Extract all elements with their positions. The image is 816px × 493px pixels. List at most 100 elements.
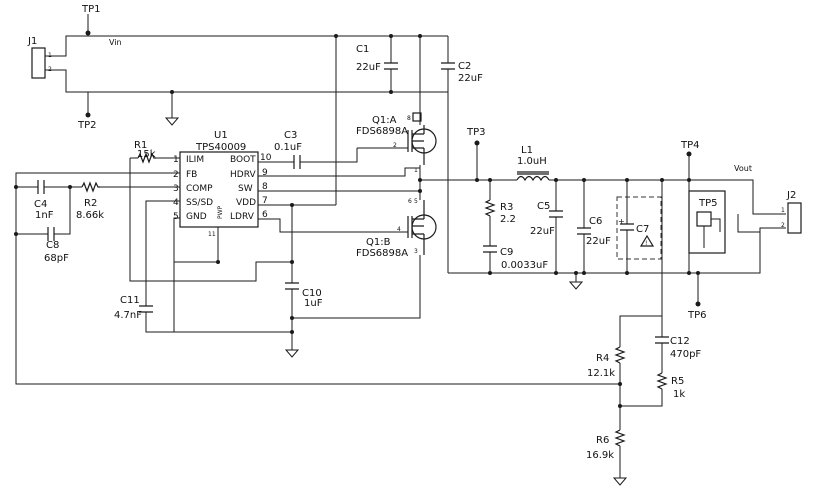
vdd-junction (290, 203, 294, 207)
gnd-pad-wire (173, 217, 219, 263)
r4-ref: R4 (596, 353, 609, 364)
q1a-body (411, 128, 437, 154)
r6-ref: R6 (596, 435, 609, 446)
u1-pin-name: HDRV (230, 170, 256, 180)
c12-symbol (655, 336, 669, 344)
rail-junction (475, 178, 479, 182)
c5-ref: C5 (537, 201, 550, 212)
r5-junction (618, 404, 622, 408)
u1-pwp-label: PWP (217, 205, 224, 219)
hdrv-wire (258, 167, 420, 177)
c11-junction (290, 330, 294, 334)
l1-symbol (516, 175, 550, 182)
rail-junction (389, 90, 393, 94)
c2-ref: C2 (458, 61, 471, 72)
u1-pin-num: 4 (173, 198, 179, 208)
r2-ref: R2 (84, 198, 97, 209)
c10-value: 1uF (304, 298, 323, 309)
fb-junction (14, 185, 18, 189)
q1b-ref: Q1:B (366, 237, 391, 248)
q1a-part: FDS6898A (356, 126, 408, 137)
c3-ref: C3 (284, 130, 297, 141)
fb-wire (15, 172, 620, 385)
tp1-marker (85, 30, 91, 36)
r5-ref: R5 (671, 376, 684, 387)
rail-junction (582, 271, 586, 275)
warning-mark: ! (645, 240, 647, 247)
c1-symbol (384, 62, 398, 70)
u1-right-pins: 10 BOOT 9 HDRV 8 SW 7 VDD 6 LDRV (230, 153, 272, 222)
c7-ref: C7 (636, 224, 649, 235)
tp5-outline (688, 190, 726, 254)
c9-value: 0.0033uF (501, 260, 548, 271)
ground-symbol-1 (164, 117, 180, 126)
u1-pin-num: 6 (262, 210, 268, 220)
tp5-body (696, 211, 712, 227)
q1b-source-wire (292, 255, 421, 319)
u1-left-pins: 1 ILIM 2 FB 3 COMP 4 SS/SD 5 GND (173, 155, 213, 222)
c10-symbol (285, 282, 299, 290)
q1b-pin6: 6 (408, 198, 412, 205)
c6-ref: C6 (589, 216, 602, 227)
c8-wires (16, 187, 71, 235)
sw-junction (418, 178, 422, 182)
r1-ref: R1 (134, 140, 147, 151)
c2-value: 22uF (458, 73, 483, 84)
j2-label: J2 (786, 190, 796, 201)
u1-pin-num: 2 (173, 170, 179, 180)
c11-value: 4.7nF (114, 310, 142, 321)
u1-ref: U1 (214, 130, 228, 141)
u1-pin-num: 3 (173, 184, 179, 194)
vout-net-label: Vout (734, 164, 752, 173)
l1-value: 1.0uH (517, 156, 547, 167)
tp3-marker (474, 140, 480, 146)
q1b-pin4: 4 (397, 226, 401, 233)
q1a-ref: Q1:A (372, 115, 397, 126)
c11-ref: C11 (120, 295, 140, 306)
c8-value: 68pF (44, 253, 69, 264)
u1-pin-num: 7 (262, 196, 268, 206)
tp5-label: TP5 (698, 198, 718, 209)
c12-value: 470pF (670, 349, 701, 360)
c7-polarity: + (618, 217, 625, 226)
u1-part: TPS40009 (195, 142, 246, 153)
vin-rail-wire (45, 35, 448, 57)
vout-sense-wire (619, 180, 663, 347)
q1b-symbol (407, 200, 425, 255)
r2-symbol (81, 181, 100, 193)
r3-value: 2.2 (500, 214, 516, 225)
u1-pin-num: 1 (173, 155, 179, 165)
tp4-marker (686, 151, 692, 157)
j2-pin1: 1 (781, 207, 785, 214)
rail-junction (554, 178, 558, 182)
q1b-body (411, 214, 437, 240)
l1-ref: L1 (521, 145, 533, 156)
c1-ref: C1 (356, 44, 369, 55)
c7-outline (616, 196, 662, 260)
tp2-marker (85, 112, 91, 118)
gnd-rail-wire (45, 69, 448, 93)
u1-pin-name: VDD (236, 198, 256, 208)
j1-label: J1 (27, 36, 37, 47)
tp6-label: TP6 (687, 310, 707, 321)
j2-pin2: 2 (781, 222, 785, 229)
u1-pin-name: ILIM (186, 155, 204, 165)
c6-value: 22uF (586, 236, 611, 247)
r4-value: 12.1k (587, 368, 615, 379)
c4-ref: C4 (34, 199, 47, 210)
q1a-symbol (407, 125, 425, 165)
c5-symbol (549, 210, 563, 218)
q1b-part: FDS6898A (356, 248, 408, 259)
r6-value: 16.9k (586, 450, 614, 461)
vout-rail (549, 179, 786, 215)
q1a-pin1: 1 (414, 167, 418, 174)
u1-pin-name: LDRV (230, 212, 255, 222)
warning-icon (639, 234, 655, 247)
u1-pin-name: COMP (186, 184, 213, 194)
c11-symbol (139, 305, 153, 313)
rail-junction (488, 271, 492, 275)
u1-pin-num: 5 (173, 212, 179, 222)
c6-symbol (577, 227, 591, 235)
tp5-wires (703, 218, 721, 248)
